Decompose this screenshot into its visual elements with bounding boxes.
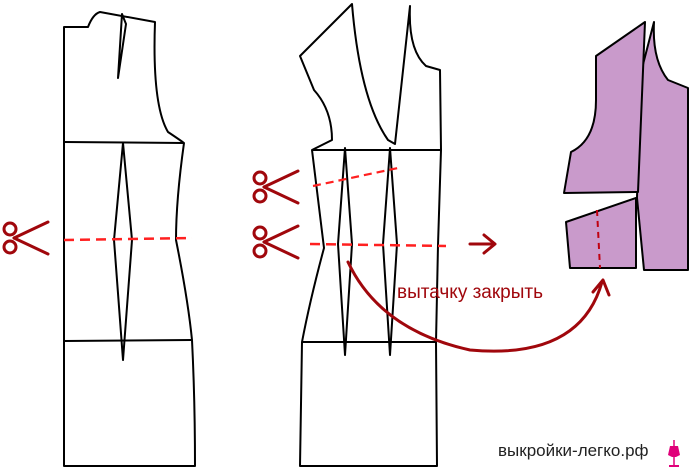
- left-waist-dart: [113, 142, 133, 361]
- close-dart-annotation: вытачку закрыть: [397, 282, 544, 303]
- left-pattern-piece: [63, 11, 196, 467]
- middle-pattern-piece: [299, 3, 442, 467]
- middle-waist-cut-line: [309, 242, 447, 248]
- left-bust-line: [63, 141, 185, 144]
- dress-mannequin-icon: [668, 440, 680, 467]
- scissors-icon: [2, 220, 50, 256]
- right-side-upper-piece: [563, 21, 646, 194]
- left-piece-outline: [63, 11, 196, 467]
- middle-waist-dart-right: [382, 147, 398, 356]
- middle-bust-cut-line: [312, 166, 399, 188]
- right-front-panel: [636, 21, 689, 271]
- site-watermark: выкройки-легко.рф: [498, 441, 649, 460]
- right-dart-mark: [596, 209, 601, 269]
- middle-piece-outline: [299, 3, 442, 467]
- scissors-icon: [252, 169, 300, 205]
- right-pattern-pieces: [563, 21, 689, 271]
- arrow-right-icon: [468, 233, 497, 255]
- left-waist-cut-line: [63, 236, 193, 242]
- left-hip-line: [63, 339, 192, 342]
- scissors-icon: [252, 224, 300, 260]
- middle-waist-dart-left: [337, 147, 353, 356]
- left-neck-dart: [117, 13, 127, 79]
- curved-arrow-icon: [346, 260, 611, 353]
- right-side-lower-piece: [565, 197, 637, 269]
